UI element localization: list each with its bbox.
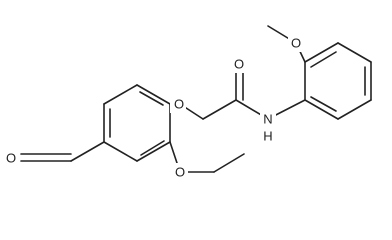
bond-ring-a-6 [103,84,138,105]
bond-ring-a-inner-2 [140,140,165,156]
methoxy-oxygen-label: O [291,36,301,51]
bond-ring-b-inner-1 [310,51,337,68]
bond-ring-b-2 [304,42,339,63]
carbonyl-oxygen-label: O [234,57,244,72]
atom-layer: O O O N H O O [3,34,304,181]
methoxy-oxygen-bg [288,34,304,52]
ethoxy-oxygen-label: O [175,165,185,180]
bond-ring-b-6 [304,99,339,120]
bond-ring-b-5 [337,99,372,120]
bond-ring-b-inner-3 [310,96,337,112]
amide-nitrogen-bg [260,110,276,128]
bond-ch2-to-carbonyl [202,99,237,120]
ether-oxygen-bg [170,95,186,113]
bond-ring-a-3 [136,141,171,162]
bond-ring-to-cho [70,141,105,162]
amide-hydrogen-bg [260,127,276,145]
bond-layer [20,25,372,173]
bond-ring-b-3 [337,42,372,63]
bond-ring-a-2 [103,141,138,162]
aldehyde-oxygen-label: O [6,151,16,166]
bond-ring-a-inner-3 [139,91,164,106]
ether-oxygen-label: O [174,97,184,112]
aldehyde-oxygen-bg [3,149,19,167]
ethoxy-oxygen-bg [172,163,188,181]
chemical-structure-diagram: O O O N H O O [3,25,372,181]
bond-ethoxy-ch2-to-ch3 [213,153,245,173]
amide-nitrogen-label: N [263,112,272,127]
carbonyl-oxygen-bg [231,55,247,73]
amide-hydrogen-label: H [263,129,272,144]
bond-ring-a-5 [136,84,171,105]
